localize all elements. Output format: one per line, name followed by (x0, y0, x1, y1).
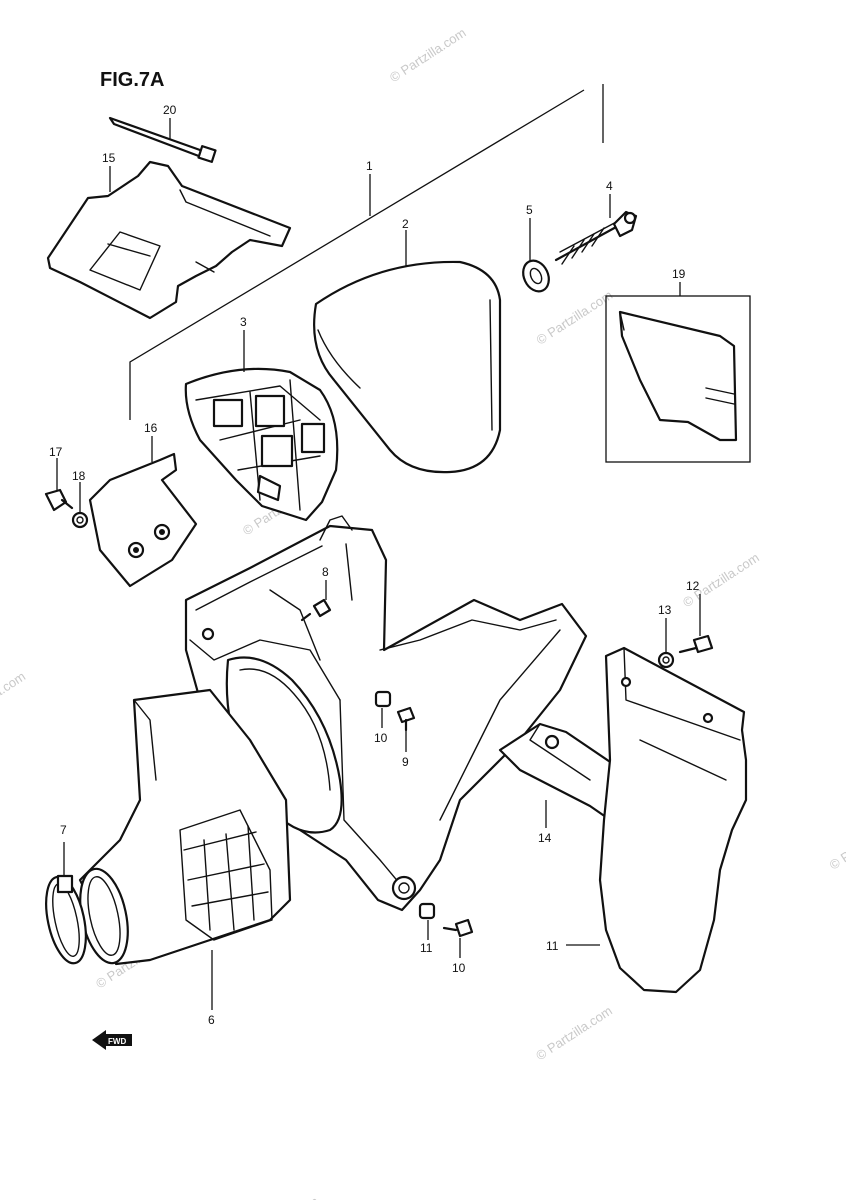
part-label: 9 (402, 755, 409, 769)
part-16-cover-plate (46, 160, 292, 320)
forward-label: FWD (108, 1037, 126, 1046)
part-label: 11 (546, 939, 559, 953)
part-21-cable-tie (108, 116, 217, 163)
watermark-text: © Partzilla.com (533, 1003, 615, 1063)
part-label: 3 (240, 315, 247, 329)
part-label: 5 (526, 203, 533, 217)
part-2-filter-element (313, 260, 502, 474)
part-label: 4 (606, 179, 613, 193)
part-label: 10 (374, 731, 388, 745)
part-label: 11 (420, 941, 433, 955)
part-label: 17 (49, 445, 63, 459)
part-labels: 20 15 1 2 3 5 4 19 16 17 18 8 12 13 10 9… (49, 103, 700, 1027)
part-11-collar-upper (374, 690, 392, 708)
part-5-washer (522, 259, 550, 293)
part-3-filter-cage (184, 367, 339, 522)
part-label: 8 (322, 565, 329, 579)
watermark-text: © Partzilla.com (827, 812, 846, 872)
part-18-bolt (44, 488, 74, 512)
part-10-bolt (442, 918, 474, 938)
part-label: 10 (452, 961, 466, 975)
part-19-washer (71, 511, 89, 529)
part-label: 1 (366, 159, 373, 173)
watermark-text: © Partzilla.com (534, 287, 616, 347)
figure-title: FIG.7A (100, 69, 164, 91)
part-label: 14 (538, 831, 552, 845)
part-label: 2 (402, 217, 409, 231)
part-label: 19 (672, 267, 686, 281)
leader-lines (56, 118, 701, 1010)
part-7-clamp (45, 867, 129, 965)
part-label: 13 (658, 603, 672, 617)
part-17-side-bracket (88, 452, 198, 588)
part-label: 12 (686, 579, 700, 593)
part-8-screw (300, 598, 332, 622)
watermark-text: © Partzilla.com (0, 669, 28, 729)
part-label: 16 (144, 421, 158, 435)
part-label: 6 (208, 1013, 215, 1027)
part-label: 20 (163, 103, 177, 117)
part-9-bolt (396, 706, 416, 732)
part-label: 7 (60, 823, 67, 837)
assembly-bracket-1 (129, 84, 604, 420)
forward-arrow-icon: FWD (92, 1030, 132, 1050)
part-label: 18 (72, 469, 86, 483)
part-13-bolt (678, 634, 714, 654)
watermark-text: © Partzilla.com (387, 25, 469, 85)
part-20-plate-box (605, 295, 751, 463)
part-11-collar-lower (418, 902, 436, 920)
part-label: 15 (102, 151, 116, 165)
part-6-intake-boot (78, 688, 292, 966)
part-4-bolt (554, 210, 638, 265)
watermark-text: © Partzilla.com (240, 1194, 322, 1200)
part-14-washer (657, 651, 675, 669)
part-12-intake-duct (598, 646, 748, 994)
